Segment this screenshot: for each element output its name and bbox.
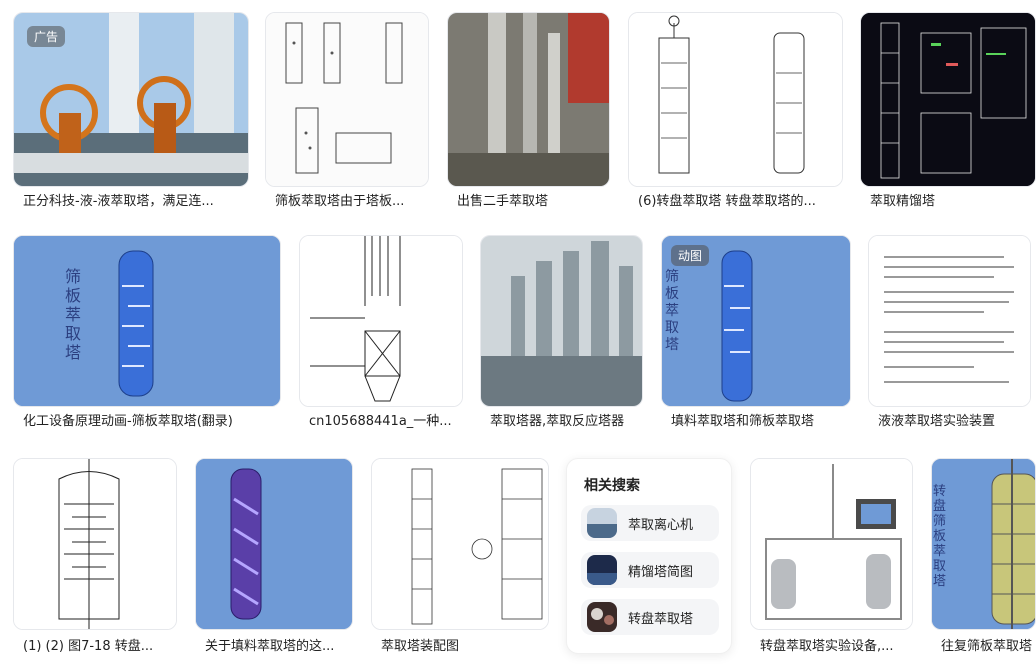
- image-result-card[interactable]: 转盘筛板萃取塔 往复筛板萃取塔: [931, 458, 1036, 667]
- image-result-card[interactable]: 液液萃取塔实验装置: [868, 235, 1031, 435]
- related-search-item[interactable]: 转盘萃取塔: [581, 599, 719, 635]
- image-caption[interactable]: 液液萃取塔实验装置: [878, 414, 996, 429]
- image-caption[interactable]: 筛板萃取塔由于塔板...: [275, 194, 405, 209]
- experiment-document: [868, 235, 1031, 407]
- cad-drawing-dark: [860, 12, 1036, 187]
- image-caption[interactable]: 往复筛板萃取塔: [941, 639, 1033, 654]
- related-search-item[interactable]: 精馏塔简图: [581, 552, 719, 588]
- image-result-card[interactable]: 转盘萃取塔实验设备,...: [750, 458, 913, 667]
- related-search-label: 萃取离心机: [628, 518, 694, 533]
- image-result-card[interactable]: (6)转盘萃取塔 转盘萃取塔的...: [628, 12, 843, 217]
- image-overlay-title: 转盘筛板萃取塔: [933, 484, 947, 589]
- sieve-tower-animation: [13, 235, 281, 407]
- related-search-item[interactable]: 萃取离心机: [581, 505, 719, 541]
- image-result-card[interactable]: cn105688441a_一种...: [299, 235, 463, 435]
- patent-drawing: [299, 235, 463, 407]
- image-result-card[interactable]: 关于填料萃取塔的这...: [195, 458, 353, 667]
- used-column-photo: [447, 12, 610, 187]
- image-result-card[interactable]: 筛板萃取塔由于塔板...: [265, 12, 429, 217]
- towers-photo: [480, 235, 643, 407]
- image-caption[interactable]: 出售二手萃取塔: [457, 194, 549, 209]
- image-caption[interactable]: 化工设备原理动画-筛板萃取塔(翻录): [23, 414, 233, 429]
- image-overlay-title: 筛板萃取塔: [65, 267, 82, 362]
- sieve-plate-diagram: [265, 12, 429, 187]
- related-searches-panel: 相关搜索 萃取离心机 精馏塔简图 转盘萃取塔: [566, 458, 732, 654]
- related-search-label: 转盘萃取塔: [628, 612, 694, 627]
- image-overlay-title: 筛板萃取塔: [665, 269, 679, 353]
- image-caption[interactable]: 正分科技-液-液萃取塔，满足连...: [23, 194, 214, 209]
- ad-badge: 广告: [27, 26, 66, 47]
- packed-tower-diagram: [195, 458, 353, 630]
- reciprocating-tower-diagram: [931, 458, 1036, 630]
- assembly-drawing: [371, 458, 549, 630]
- related-search-thumb: [587, 555, 617, 585]
- image-caption[interactable]: (6)转盘萃取塔 转盘萃取塔的...: [638, 194, 816, 209]
- image-result-card[interactable]: 出售二手萃取塔: [447, 12, 610, 217]
- image-caption[interactable]: (1) (2) 图7-18 转盘...: [23, 639, 154, 654]
- experiment-rig-photo: [750, 458, 913, 630]
- image-result-card[interactable]: (1) (2) 图7-18 转盘...: [13, 458, 177, 667]
- related-search-label: 精馏塔简图: [628, 565, 694, 580]
- rotating-disc-diagram: [628, 12, 843, 187]
- image-caption[interactable]: 萃取塔器,萃取反应塔器: [490, 414, 625, 429]
- image-caption[interactable]: 萃取塔装配图: [381, 639, 460, 654]
- image-result-card[interactable]: 萃取塔器,萃取反应塔器: [480, 235, 643, 435]
- image-result-card[interactable]: 萃取塔装配图: [371, 458, 549, 667]
- image-caption[interactable]: 关于填料萃取塔的这...: [205, 639, 335, 654]
- related-search-thumb: [587, 602, 617, 632]
- image-caption[interactable]: 萃取精馏塔: [870, 194, 936, 209]
- image-result-card[interactable]: 动图 筛板萃取塔 填料萃取塔和筛板萃取塔: [661, 235, 851, 435]
- image-caption[interactable]: 填料萃取塔和筛板萃取塔: [671, 414, 815, 429]
- image-caption[interactable]: cn105688441a_一种...: [309, 414, 452, 429]
- image-result-card[interactable]: 广告 正分科技-液-液萃取塔，满足连...: [13, 12, 249, 217]
- image-result-card[interactable]: 萃取精馏塔: [860, 12, 1036, 217]
- related-searches-title: 相关搜索: [584, 478, 640, 494]
- image-result-card[interactable]: 筛板萃取塔 化工设备原理动画-筛板萃取塔(翻录): [13, 235, 281, 435]
- image-caption[interactable]: 转盘萃取塔实验设备,...: [760, 639, 894, 654]
- related-search-thumb: [587, 508, 617, 538]
- animated-badge: 动图: [671, 245, 710, 266]
- rotating-disc-figure: [13, 458, 177, 630]
